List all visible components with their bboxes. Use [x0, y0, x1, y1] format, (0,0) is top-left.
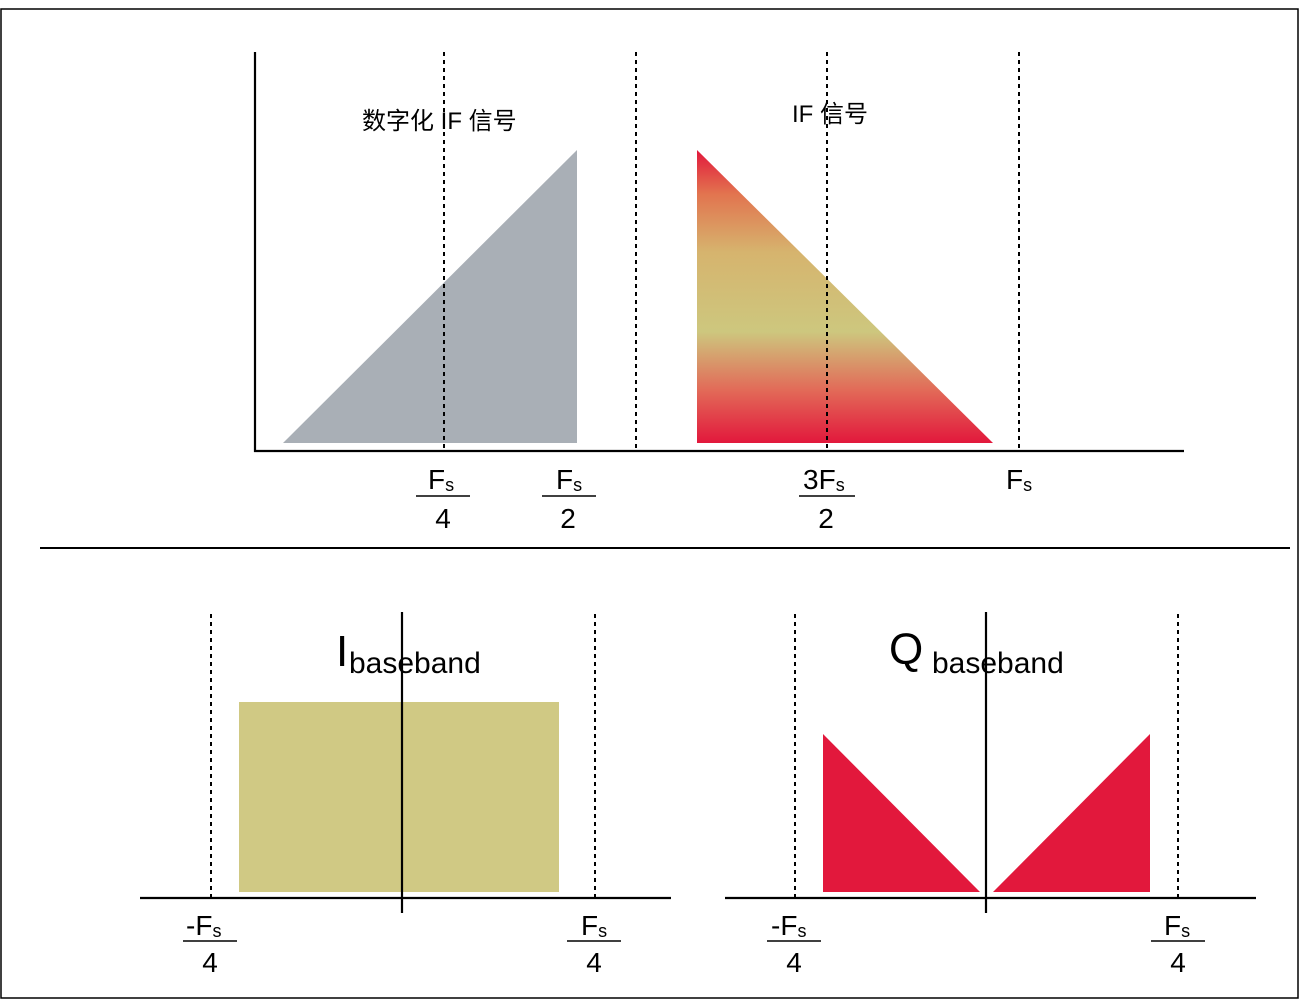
svg-text:4: 4	[202, 947, 218, 978]
tick-numerator: F	[428, 464, 445, 495]
svg-text:Fs: Fs	[1006, 464, 1032, 495]
svg-text:4: 4	[1170, 947, 1186, 978]
q-baseband-letter: Q	[889, 625, 923, 674]
digitized-if-label: 数字化 IF 信号	[362, 108, 517, 135]
tick-fs: Fs	[1006, 464, 1032, 495]
i-baseband-subscript: baseband	[349, 647, 481, 680]
i-baseband-rect	[239, 702, 559, 892]
i-baseband-panel: I baseband -Fs 4 Fs 4	[140, 612, 671, 978]
svg-text:-Fs: -Fs	[771, 910, 806, 941]
q-right-triangle	[993, 734, 1150, 892]
if-signal-label: IF 信号	[792, 101, 868, 128]
i-baseband-letter: I	[336, 627, 348, 676]
svg-text:-Fs: -Fs	[186, 910, 221, 941]
svg-text:Fs: Fs	[556, 464, 582, 495]
svg-text:3Fs: 3Fs	[803, 464, 845, 495]
svg-text:4: 4	[786, 947, 802, 978]
top-panel: 数字化 IF 信号 IF 信号 Fs 4 Fs 2 3Fs 2 Fs	[253, 52, 1184, 534]
svg-text:Fs: Fs	[1164, 910, 1190, 941]
svg-text:2: 2	[560, 503, 576, 534]
tick-fs-over-4-left: Fs 4	[567, 910, 621, 978]
svg-text:Fs: Fs	[581, 910, 607, 941]
svg-text:4: 4	[435, 503, 451, 534]
if-signal-triangle	[697, 150, 993, 443]
tick-fs-over-4-right: Fs 4	[1151, 910, 1205, 978]
tick-3fs-over-2: 3Fs 2	[799, 464, 855, 534]
svg-text:2: 2	[818, 503, 834, 534]
tick-neg-fs-over-4-right: -Fs 4	[767, 910, 821, 978]
tick-fs-over-4: Fs 4	[416, 464, 470, 534]
q-baseband-panel: Q baseband -Fs 4 Fs 4	[725, 612, 1256, 978]
q-left-triangle	[823, 734, 980, 892]
q-baseband-subscript: baseband	[932, 647, 1064, 680]
tick-fs-over-2: Fs 2	[542, 464, 596, 534]
outer-frame	[0, 8, 1299, 999]
svg-text:Fs: Fs	[428, 464, 454, 495]
svg-text:4: 4	[586, 947, 602, 978]
tick-neg-fs-over-4-left: -Fs 4	[183, 910, 237, 978]
digitized-if-triangle	[283, 150, 577, 443]
